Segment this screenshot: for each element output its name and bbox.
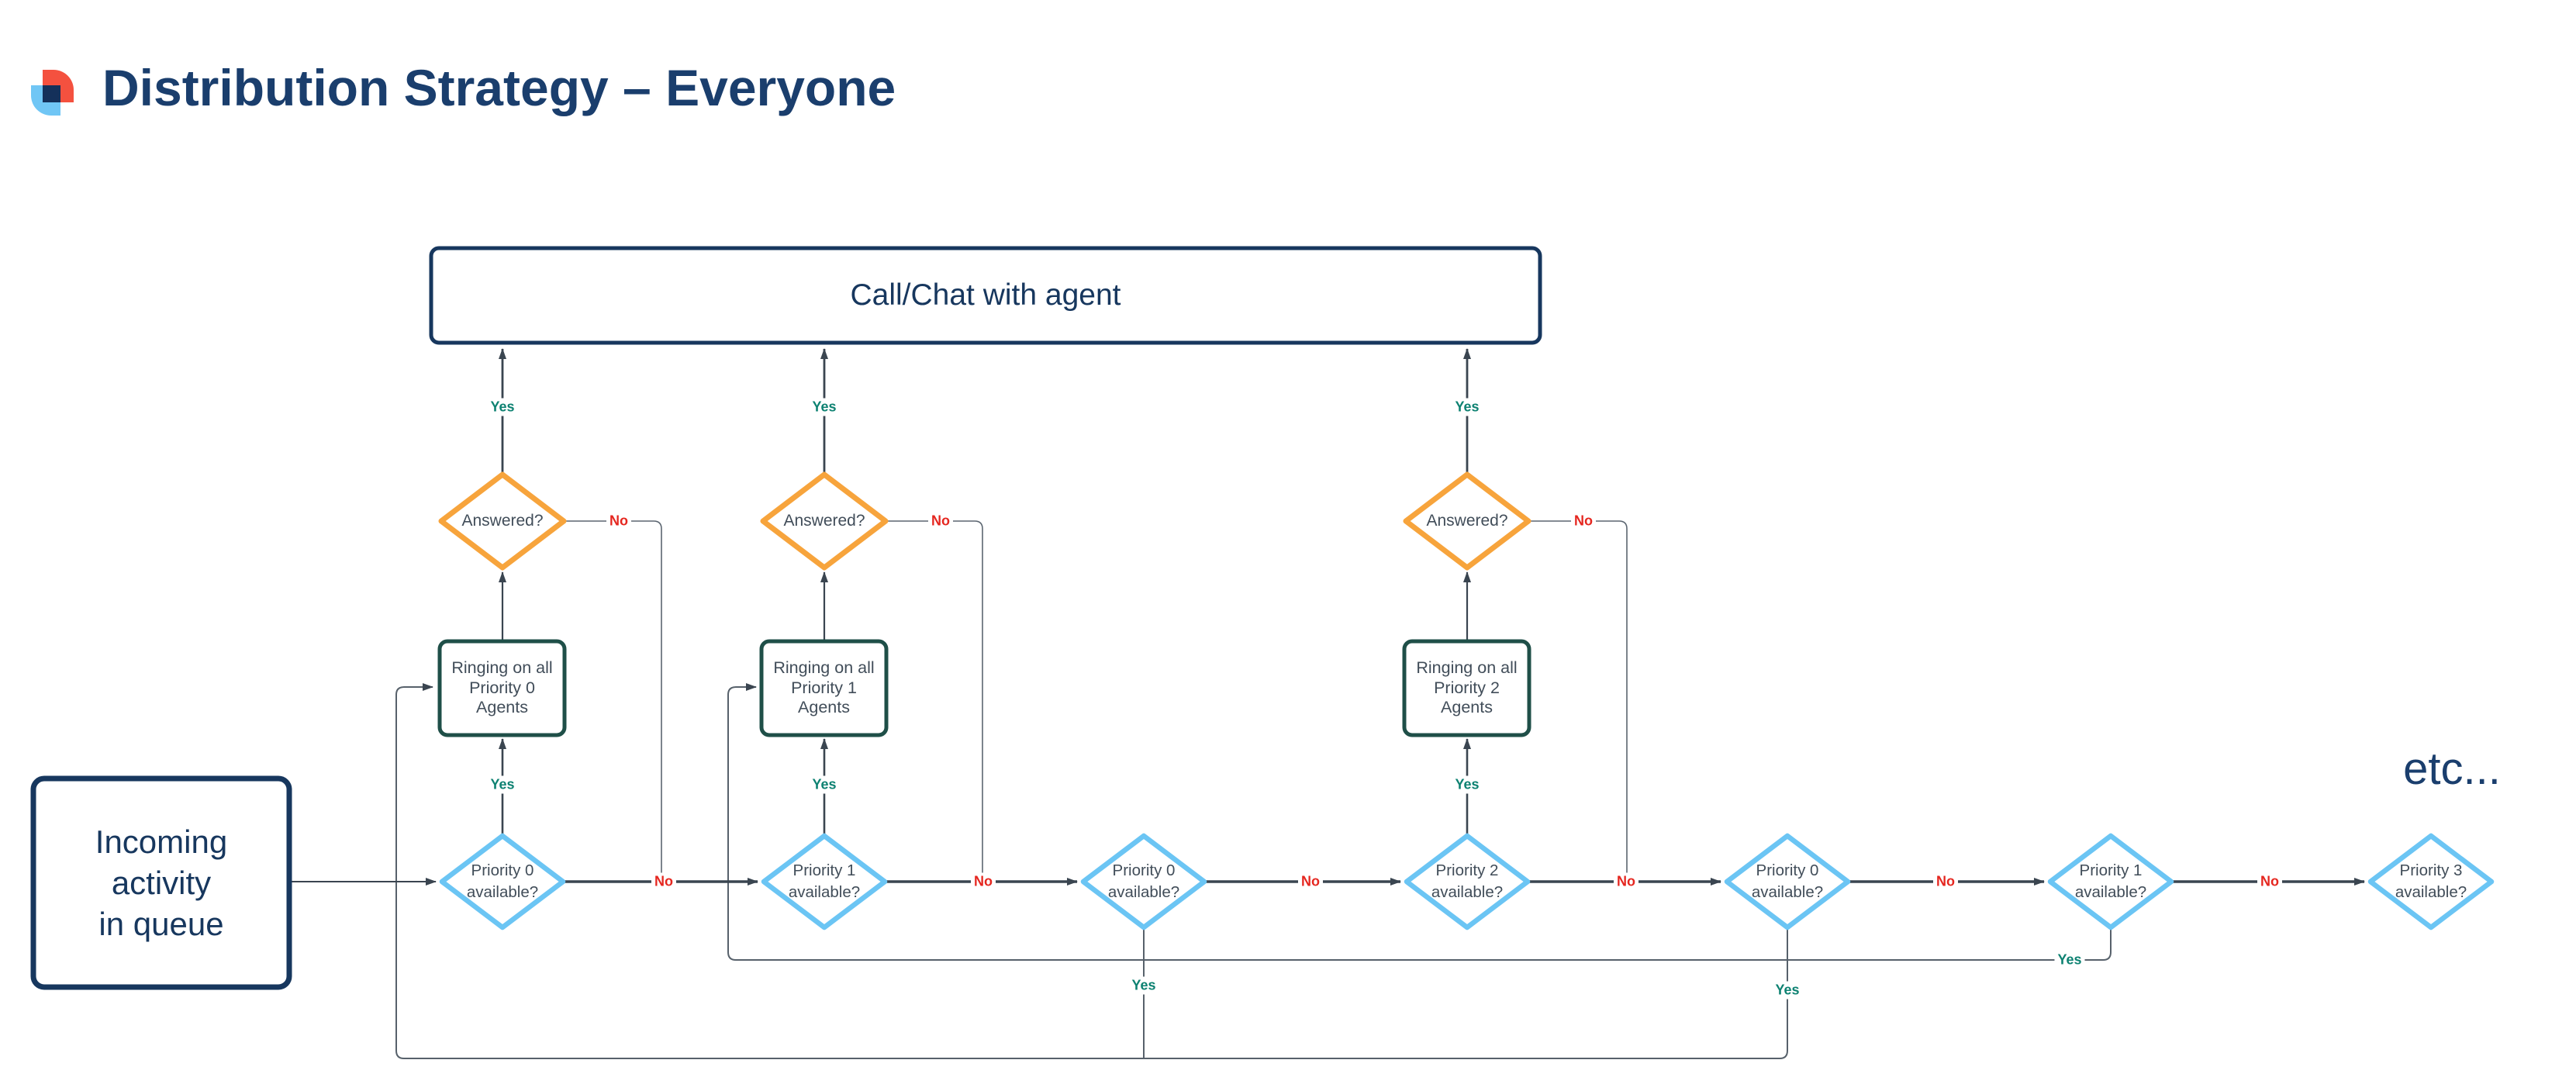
- ringing-box-1: [437, 639, 567, 737]
- edge-label-yes-d4: Yes: [1452, 775, 1483, 794]
- priority-diamond-group: [439, 833, 2495, 930]
- priority-diamond-6: [2047, 833, 2174, 930]
- edge-label-no-d4: No: [1614, 872, 1638, 891]
- answered-diamond-3: [1403, 471, 1531, 571]
- edge-answered2-no: [885, 520, 983, 880]
- page-header: Distribution Strategy – Everyone: [31, 58, 896, 117]
- edge-label-yes-d1: Yes: [487, 775, 518, 794]
- edge-label-yes-answered3: Yes: [1452, 398, 1483, 416]
- edge-answered1-no: [563, 520, 662, 880]
- edge-label-no-d2: No: [971, 872, 996, 891]
- edge-label-no-answered3: No: [1571, 512, 1596, 530]
- priority-diamond-5: [1724, 833, 1851, 930]
- edge-label-yes-answered2: Yes: [809, 398, 840, 416]
- column-arrow-group: [499, 348, 1471, 836]
- answered-diamond-2: [760, 471, 889, 571]
- edge-label-no-d6: No: [2257, 872, 2282, 891]
- edge-label-yes-d5: Yes: [1772, 981, 1803, 1000]
- ringing-box-group: [437, 639, 1531, 737]
- edge-yes-return-to-ringing-p1: [727, 683, 2112, 961]
- answered-diamond-group: [438, 471, 1531, 571]
- page-title: Distribution Strategy – Everyone: [102, 59, 896, 116]
- edge-answered3-no: [1528, 520, 1628, 880]
- etc-label: etc...: [2403, 744, 2501, 794]
- logo-navy-square: [43, 85, 60, 102]
- priority-diamond-7: [2367, 833, 2495, 930]
- edge-label-no-answered1: No: [606, 512, 631, 530]
- answered-no-group: [563, 520, 1628, 880]
- edge-label-no-d5: No: [1933, 872, 1958, 891]
- priority-diamond-3: [1080, 833, 1207, 930]
- answered-diamond-1: [438, 471, 567, 571]
- app-logo-icon: [31, 64, 75, 116]
- ringing-box-3: [1402, 639, 1531, 737]
- start-node: [30, 775, 292, 990]
- edge-label-no-answered2: No: [928, 512, 953, 530]
- priority-diamond-2: [761, 833, 888, 930]
- edge-label-yes-d6: Yes: [2054, 951, 2085, 969]
- terminal-node: [429, 246, 1542, 345]
- edge-yes-return-to-ringing-p0: [395, 683, 1788, 1059]
- priority-diamond-1: [439, 833, 566, 930]
- edge-label-yes-d3: Yes: [1128, 976, 1159, 995]
- edge-label-no-d1: No: [651, 872, 676, 891]
- edge-label-yes-d2: Yes: [809, 775, 840, 794]
- ringing-box-2: [759, 639, 889, 737]
- edge-label-no-d3: No: [1298, 872, 1323, 891]
- edge-label-yes-answered1: Yes: [487, 398, 518, 416]
- priority-diamond-4: [1404, 833, 1531, 930]
